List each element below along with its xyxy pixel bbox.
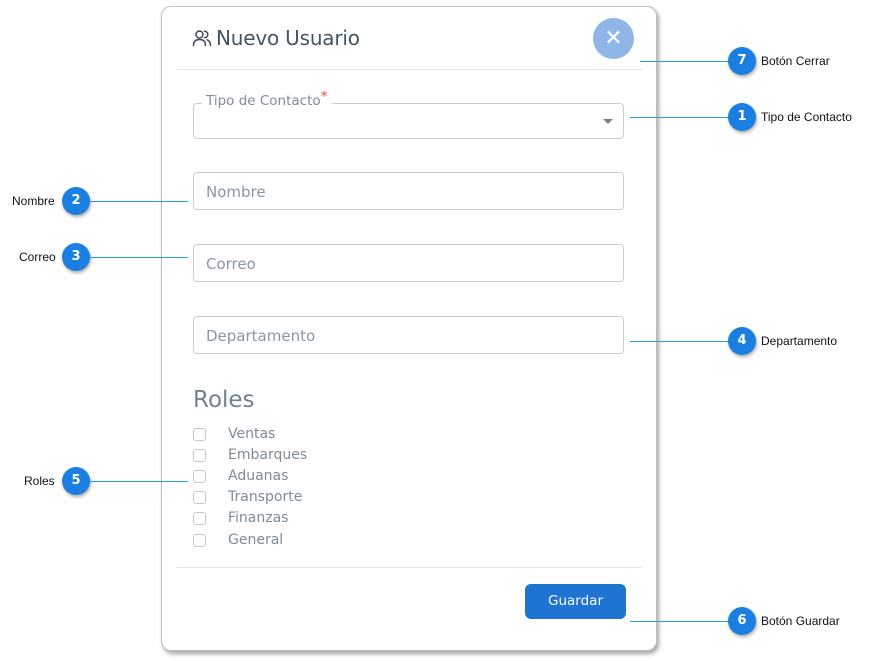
contact-type-label-text: Tipo de Contacto bbox=[206, 93, 321, 109]
callout-line-department bbox=[630, 341, 730, 342]
required-mark: * bbox=[320, 89, 328, 105]
close-button[interactable]: ✕ bbox=[593, 18, 634, 59]
role-checkbox[interactable] bbox=[193, 470, 206, 483]
callout-line-close bbox=[640, 61, 730, 62]
callout-badge-contact-type: 1 bbox=[728, 103, 756, 131]
callout-badge-email: 3 bbox=[62, 243, 90, 271]
callout-badge-department: 4 bbox=[728, 327, 756, 355]
callout-badge-close: 7 bbox=[728, 47, 756, 75]
callout-label-name: Nombre bbox=[12, 194, 55, 208]
role-label: Finanzas bbox=[228, 510, 289, 526]
role-checkbox[interactable] bbox=[193, 512, 206, 525]
modal-title: Nuevo Usuario bbox=[216, 26, 360, 50]
footer-divider bbox=[177, 567, 642, 568]
callout-badge-name: 2 bbox=[62, 187, 90, 215]
role-label: Transporte bbox=[228, 489, 303, 505]
callout-badge-roles: 5 bbox=[62, 467, 90, 495]
callout-line-roles bbox=[90, 481, 188, 482]
modal-header: Nuevo Usuario ✕ bbox=[162, 7, 656, 69]
callout-line-save bbox=[630, 621, 730, 622]
role-label: Aduanas bbox=[228, 468, 289, 484]
contact-type-label: Tipo de Contacto* bbox=[202, 89, 332, 109]
callout-label-roles: Roles bbox=[24, 474, 55, 488]
role-label: Embarques bbox=[228, 447, 308, 463]
callout-label-close: Botón Cerrar bbox=[761, 54, 830, 68]
callout-label-save: Botón Guardar bbox=[761, 614, 840, 628]
role-checkbox[interactable] bbox=[193, 449, 206, 462]
name-placeholder: Nombre bbox=[206, 183, 266, 201]
callout-line-name bbox=[90, 201, 188, 202]
callout-label-department: Departamento bbox=[761, 334, 838, 348]
role-label: General bbox=[228, 532, 284, 548]
callout-line-email bbox=[90, 257, 188, 258]
name-field[interactable]: Nombre bbox=[193, 172, 624, 210]
role-checkbox[interactable] bbox=[193, 534, 206, 547]
chevron-down-icon bbox=[603, 119, 613, 124]
save-button[interactable]: Guardar bbox=[525, 584, 626, 619]
role-checkbox[interactable] bbox=[193, 491, 206, 504]
department-field[interactable]: Departamento bbox=[193, 316, 624, 354]
role-checkbox[interactable] bbox=[193, 428, 206, 441]
contact-type-select[interactable]: Tipo de Contacto* bbox=[193, 89, 624, 139]
new-user-modal: Nuevo Usuario ✕ Tipo de Contacto* Nombre… bbox=[161, 6, 657, 651]
email-field[interactable]: Correo bbox=[193, 244, 624, 282]
role-label: Ventas bbox=[228, 426, 276, 442]
header-divider bbox=[177, 69, 642, 70]
roles-title: Roles bbox=[193, 387, 255, 413]
users-icon bbox=[192, 28, 212, 48]
callout-line-contact-type bbox=[630, 117, 730, 118]
department-placeholder: Departamento bbox=[206, 327, 316, 345]
callout-badge-save: 6 bbox=[728, 607, 756, 635]
callout-label-email: Correo bbox=[19, 250, 56, 264]
callout-label-contact-type: Tipo de Contacto bbox=[761, 110, 852, 124]
email-placeholder: Correo bbox=[206, 255, 256, 273]
